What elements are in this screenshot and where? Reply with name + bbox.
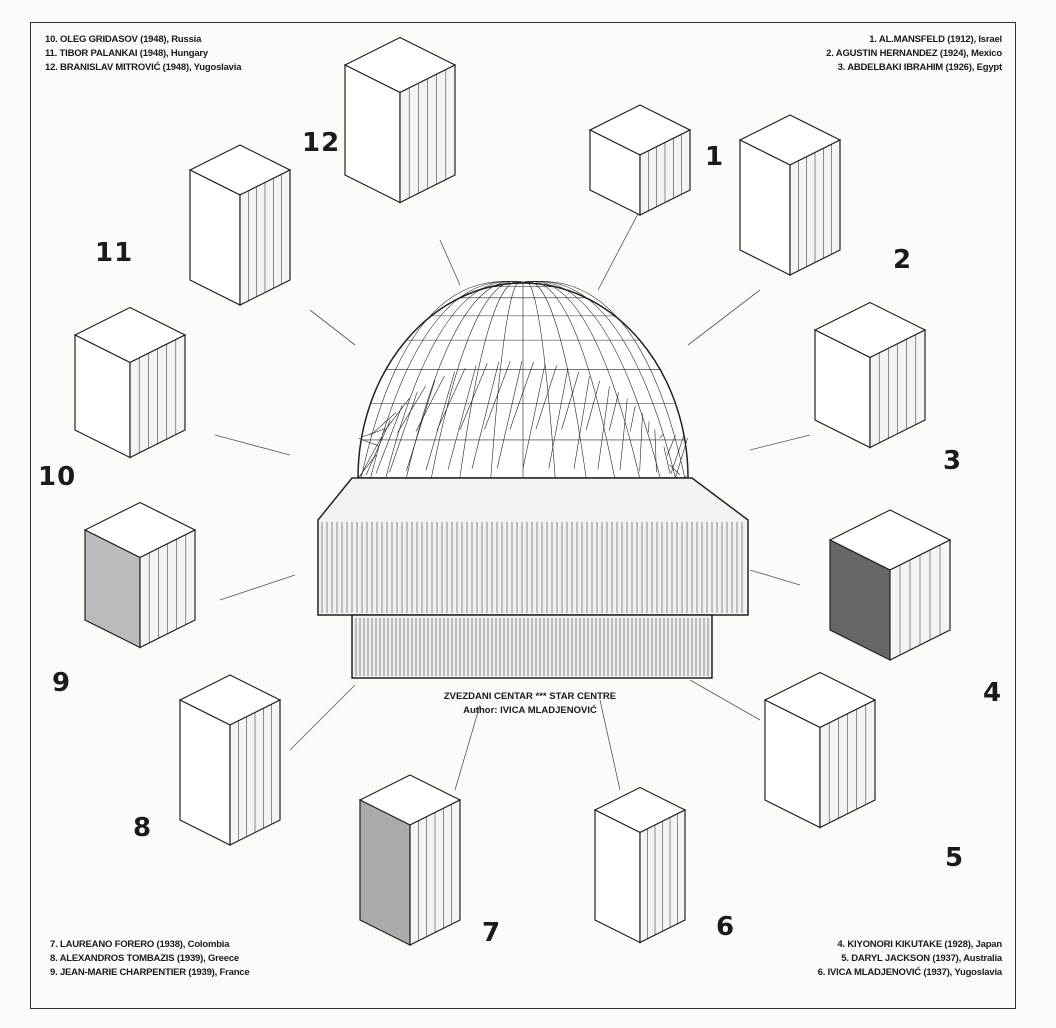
building-drawing-2 [738,114,842,276]
legend-item: 1. AL.MANSFELD (1912), Israel [869,34,1002,45]
building-drawing-4 [828,509,952,661]
building-drawing-9 [83,501,197,649]
legend-item: 2. AGUSTIN HERNANDEZ (1924), Mexico [826,48,1002,59]
building-number-3: 3 [943,446,963,476]
legend-item: 5. DARYL JACKSON (1937), Australia [841,953,1002,964]
caption-author: Author: IVICA MLADJENOVIĆ [463,705,597,716]
legend-top-right: 1. AL.MANSFELD (1912), Israel 2. AGUSTIN… [826,33,1002,75]
building-number-7: 7 [482,918,502,948]
legend-bottom-left: 7. LAUREANO FORERO (1938), Colombia 8. A… [50,938,250,980]
building-number-9: 9 [52,668,72,698]
building-drawing-5 [763,671,877,829]
building-drawing-7 [358,774,462,946]
building-drawing-1 [588,104,692,216]
legend-top-left: 10. OLEG GRIDASOV (1948), Russia 11. TIB… [45,33,241,75]
building-number-10: 10 [38,462,77,492]
legend-item: 11. TIBOR PALANKAI (1948), Hungary [45,48,209,59]
building-drawing-12 [343,36,457,204]
legend-item: 8. ALEXANDROS TOMBAZIS (1939), Greece [50,953,239,964]
legend-item: 10. OLEG GRIDASOV (1948), Russia [45,34,202,45]
legend-item: 4. KIYONORI KIKUTAKE (1928), Japan [837,939,1002,950]
legend-item: 9. JEAN-MARIE CHARPENTIER (1939), France [50,967,250,978]
building-drawing-3 [813,301,927,449]
legend-item: 6. IVICA MLADJENOVIĆ (1937), Yugoslavia [817,967,1003,978]
legend-bottom-right: 4. KIYONORI KIKUTAKE (1928), Japan 5. DA… [817,938,1003,980]
legend-item: 7. LAUREANO FORERO (1938), Colombia [50,939,230,950]
building-number-11: 11 [95,238,134,268]
building-drawing-6 [593,786,687,944]
building-number-6: 6 [716,912,736,942]
building-drawing-11 [188,144,292,306]
building-number-4: 4 [983,678,1003,708]
building-number-1: 1 [705,142,725,172]
building-number-12: 12 [302,128,341,158]
connector-lines [214,209,811,791]
legend-item: 12. BRANISLAV MITROVIĆ (1948), Yugoslavi… [45,62,242,73]
legend-item: 3. ABDELBAKI IBRAHIM (1926), Egypt [837,62,1003,73]
star-centre-dome [317,281,749,679]
building-number-2: 2 [893,245,913,275]
building-number-5: 5 [945,843,965,873]
building-drawing-8 [178,674,282,846]
drawing-caption: ZVEZDANI CENTAR *** STAR CENTRE Author: … [400,690,660,718]
drawing-frame [30,22,1016,1009]
caption-title: ZVEZDANI CENTAR *** STAR CENTRE [443,691,617,702]
building-number-8: 8 [133,813,153,843]
building-drawing-10 [73,306,187,459]
